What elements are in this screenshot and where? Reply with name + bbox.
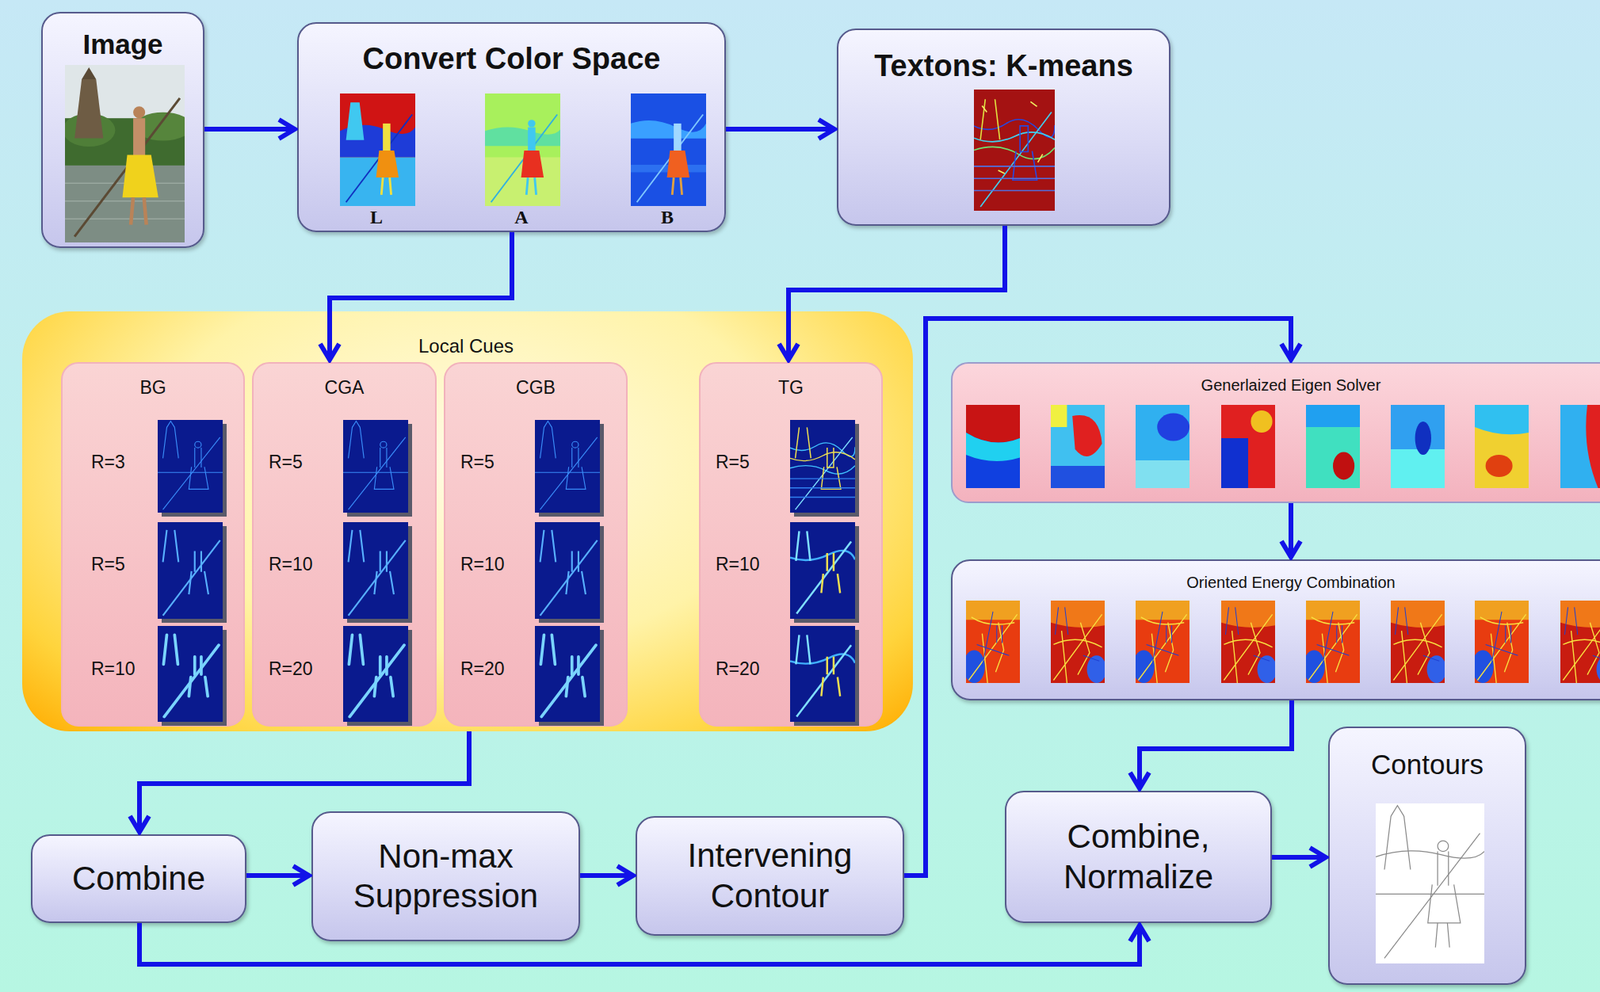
- channel-label: A: [497, 207, 546, 227]
- flow-arrow: [246, 873, 310, 879]
- thumbnail: [157, 626, 223, 722]
- process-box: Textons: K-means: [836, 28, 1171, 226]
- thumbnail: [1221, 600, 1277, 684]
- radius-label: R=10: [715, 553, 882, 577]
- box-title: Combine: [72, 859, 206, 899]
- thumbnail: [1305, 404, 1360, 489]
- box-title: Image: [42, 27, 203, 62]
- radius-label: R=10: [460, 553, 627, 577]
- box-title: Convert Color Space: [298, 41, 725, 78]
- thumbnail: [790, 522, 856, 619]
- radius-label: R=5: [715, 451, 882, 474]
- result-panel: Generlaized Eigen Solver: [950, 362, 1600, 504]
- process-box: Intervening Contour: [635, 816, 905, 936]
- thumbnail: [1303, 600, 1360, 684]
- thumbnail: [1472, 600, 1529, 684]
- panel-title: Generlaized Eigen Solver: [952, 375, 1600, 395]
- thumbnail: [343, 420, 409, 513]
- box-title: CGA: [253, 377, 436, 400]
- thumbnail: [534, 522, 600, 619]
- cue-box: BG R=3R=5R=10: [61, 362, 245, 727]
- process-box: Convert Color Space: [297, 22, 726, 233]
- panel-title: Local Cues: [22, 335, 910, 359]
- radius-label: R=20: [268, 658, 436, 681]
- radius-label: R=20: [460, 658, 627, 681]
- thumbnail: [1135, 404, 1190, 489]
- thumbnail: [790, 420, 856, 513]
- flow-arrow: [1139, 700, 1292, 789]
- box-title: Intervening Contour: [645, 836, 894, 917]
- box-title: CGB: [445, 377, 627, 400]
- radius-label: R=5: [268, 451, 436, 474]
- radius-label: R=5: [91, 553, 244, 577]
- thumbnail: [790, 626, 856, 722]
- output-box: Contours: [1328, 726, 1527, 986]
- radius-label: R=10: [91, 658, 244, 681]
- thumbnail: [1560, 600, 1600, 684]
- box-title: Non-max Suppression: [321, 836, 570, 917]
- panel-title: Oriented Energy Combination: [952, 572, 1600, 592]
- radius-label: R=5: [460, 451, 627, 474]
- thumbnail-group: [62, 363, 244, 726]
- box-title: Textons: K-means: [838, 48, 1169, 85]
- process-box: Combine: [30, 834, 247, 924]
- thumbnail: [630, 93, 707, 207]
- thumbnail: [963, 600, 1020, 684]
- thumbnail: [1375, 803, 1485, 964]
- radius-label: R=20: [715, 658, 882, 681]
- thumbnail: [534, 626, 600, 722]
- flow-arrow: [580, 873, 634, 879]
- flow-arrow: [1288, 503, 1294, 558]
- thumbnail: [1390, 600, 1447, 684]
- thumbnail: [157, 522, 223, 619]
- thumbnail: [343, 522, 409, 619]
- thumbnail: [534, 420, 600, 513]
- channel-label: L: [352, 207, 401, 227]
- thumbnail: [966, 404, 1020, 489]
- result-panel: Oriented Energy Combination: [950, 559, 1600, 701]
- box-title: TG: [700, 377, 882, 400]
- process-box: Image: [41, 11, 205, 249]
- thumbnail: [1560, 404, 1600, 489]
- thumbnail: [339, 93, 416, 207]
- thumbnail: [1474, 404, 1529, 489]
- box-title: BG: [62, 377, 244, 400]
- channel-label: B: [643, 207, 692, 227]
- cue-box: TG R=5R=10R=20: [698, 362, 883, 727]
- thumbnail: [157, 420, 223, 513]
- process-box: Non-max Suppression: [311, 811, 581, 942]
- process-box: Combine, Normalize: [1004, 790, 1272, 924]
- cue-box: CGB R=5R=10R=20: [443, 362, 628, 727]
- thumbnail: [1221, 404, 1276, 489]
- thumbnail: [343, 626, 409, 722]
- thumbnail: [1050, 600, 1107, 684]
- flow-arrow: [1271, 855, 1326, 860]
- thumbnail: [62, 64, 192, 243]
- thumbnail: [1390, 404, 1445, 489]
- radius-label: R=10: [268, 553, 436, 577]
- cue-box: CGA R=5R=10R=20: [252, 362, 437, 727]
- cue-panel: Local CuesBGR=3R=5R=10CGAR=5R=10R=20CGBR…: [22, 311, 913, 732]
- box-title: Contours: [1329, 748, 1525, 782]
- thumbnail: [1133, 600, 1190, 684]
- thumbnail: [484, 93, 561, 207]
- radius-label: R=3: [91, 451, 244, 474]
- thumbnail: [973, 89, 1055, 211]
- box-title: Combine, Normalize: [1015, 817, 1262, 898]
- flow-arrow: [725, 126, 835, 132]
- thumbnail: [1050, 404, 1105, 489]
- flow-arrow: [204, 126, 295, 132]
